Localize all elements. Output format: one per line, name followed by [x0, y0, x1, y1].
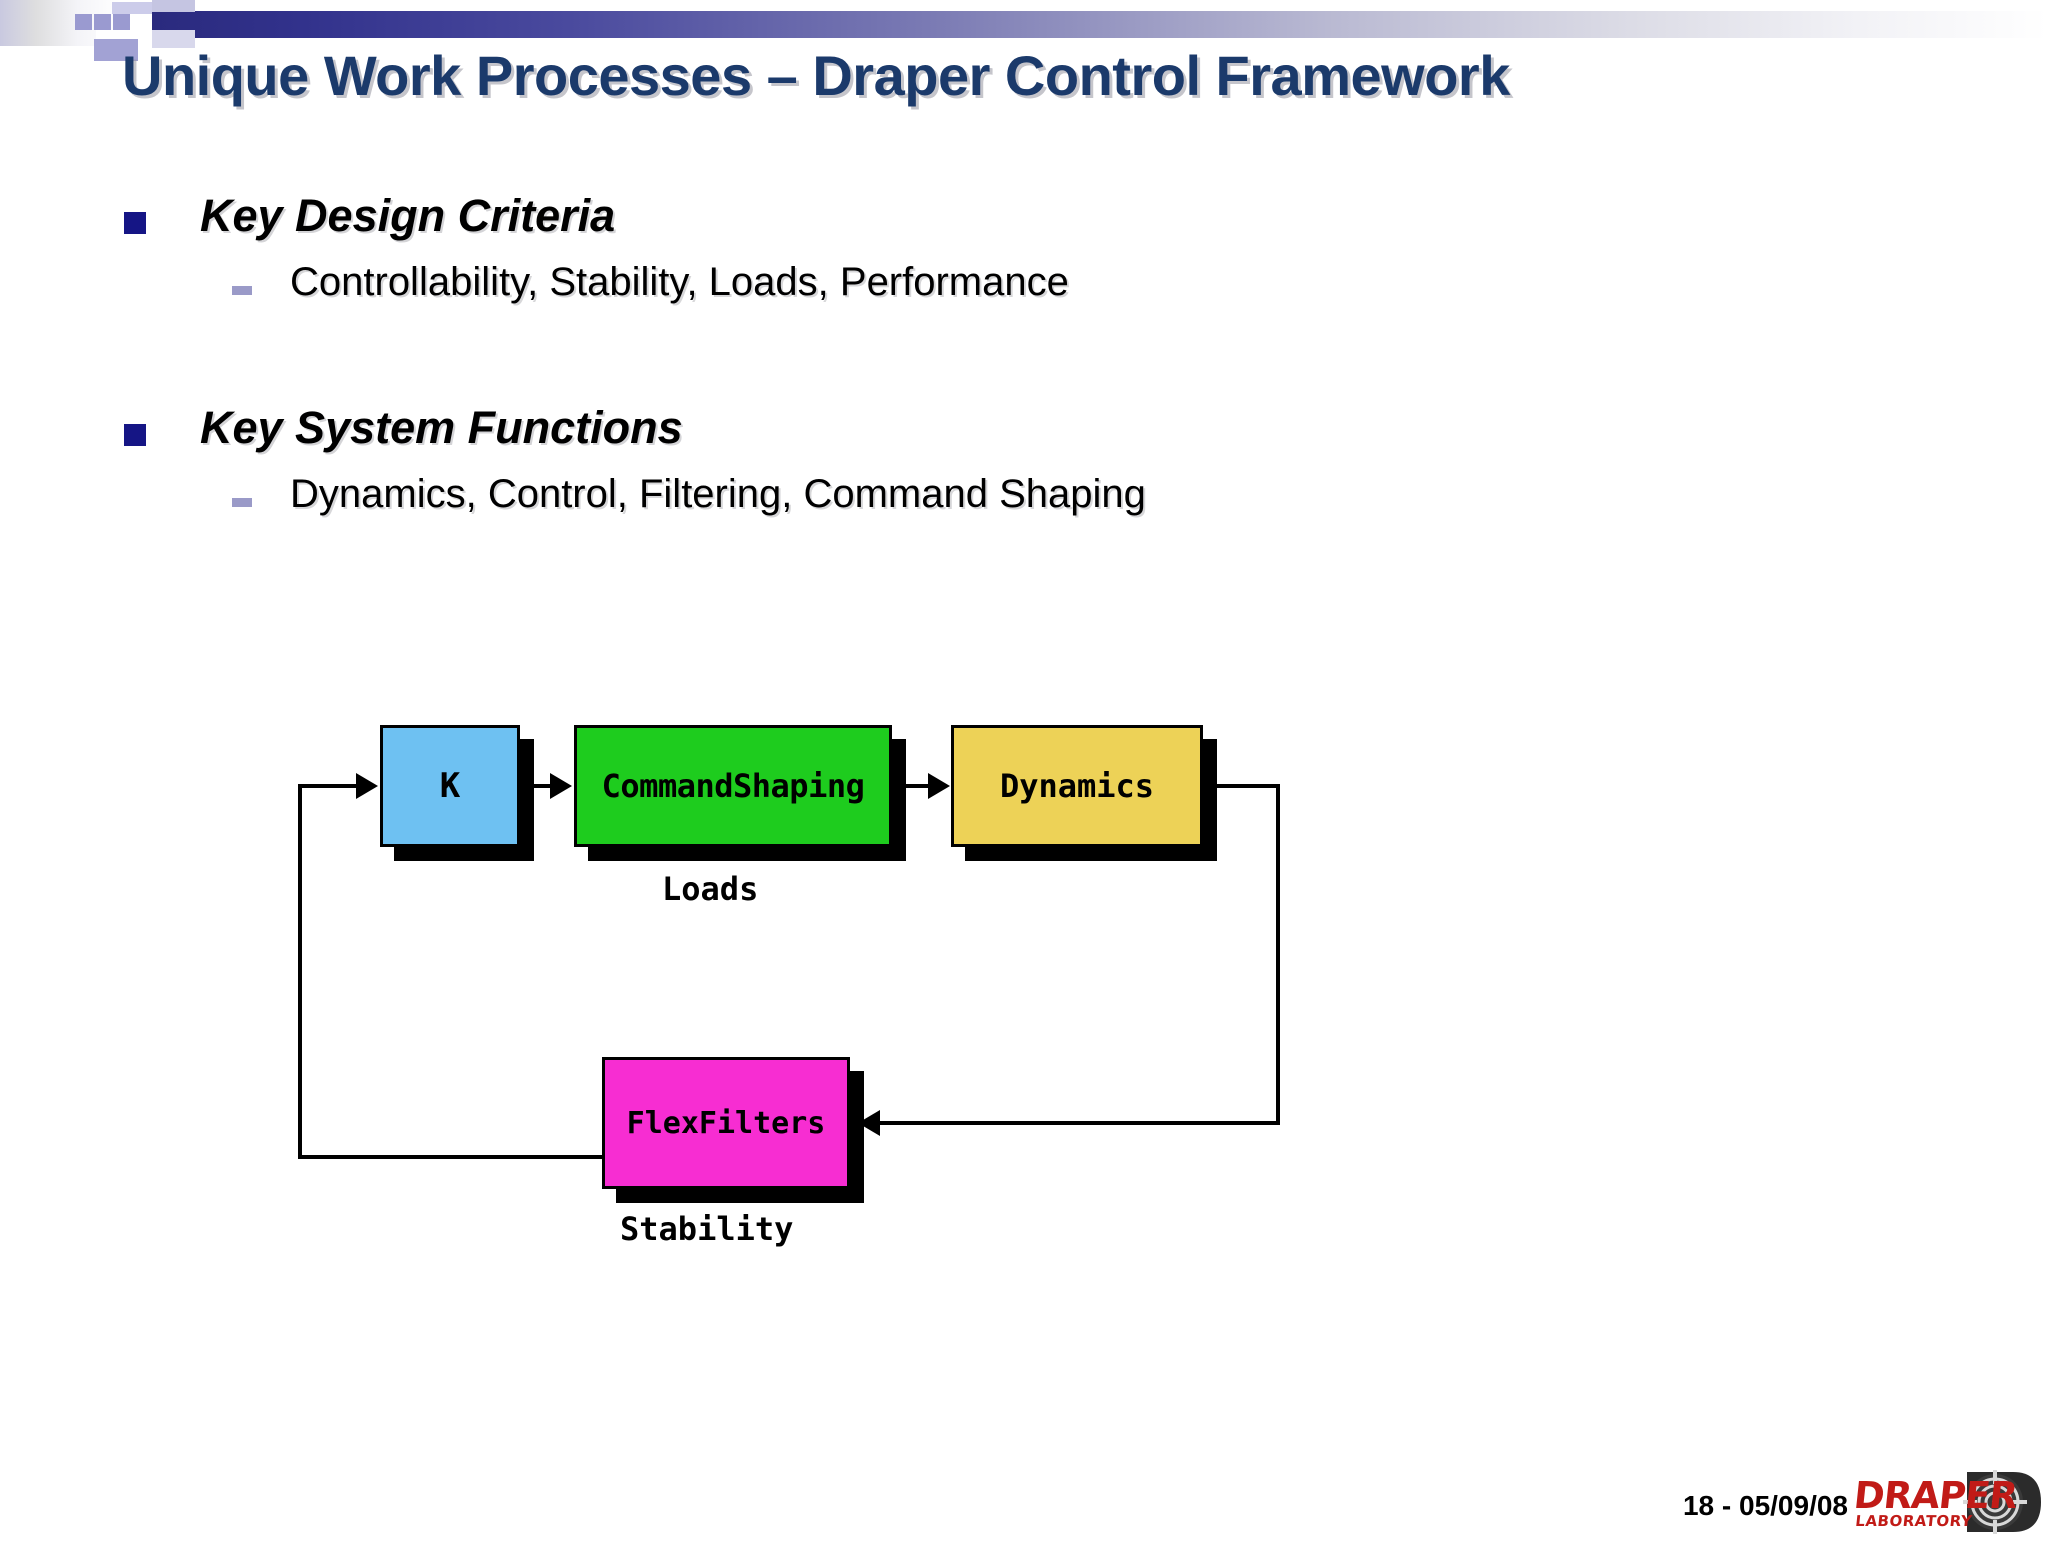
slide-footer: 18 - 05/09/08 DRAPER LABORATORY: [0, 1456, 2048, 1536]
bullet-level1-label: Key Design Criteria: [200, 190, 616, 241]
bullet-dash-marker: [232, 498, 252, 507]
diagram-block-flexfilters[interactable]: FlexFilters: [602, 1057, 850, 1189]
draper-logo-target-icon: [1963, 1470, 2041, 1534]
bullet-level1-label: Key System Functions: [200, 402, 683, 453]
header-deco-square-f: [152, 30, 195, 48]
diagram-annotation-stability: Stability: [620, 1210, 794, 1248]
bullet-level2-system-functions-items: Dynamics, Control, Filtering, Command Sh…: [0, 472, 2048, 532]
wire-dynamics-to-right-loop: [1203, 784, 1280, 788]
body-content: Key Design Criteria Controllability, Sta…: [0, 190, 2048, 532]
diagram-block-k[interactable]: K: [380, 725, 520, 847]
bullet-level2-label: Controllability, Stability, Loads, Perfo…: [290, 260, 1069, 304]
wire-input-to-k: [298, 784, 360, 788]
arrow-into-commandshaping: [550, 773, 572, 799]
header-decoration: [0, 0, 2048, 61]
bullet-level1-key-system-functions: Key System Functions: [0, 402, 2048, 464]
header-deco-square-b: [94, 14, 111, 30]
draper-logo-primary-text: DRAPER: [1855, 1474, 2019, 1517]
draper-laboratory-logo: DRAPER LABORATORY: [1852, 1468, 2045, 1536]
header-gradient-bar: [152, 11, 2048, 38]
slide-number-and-date: 18 - 05/09/08: [1682, 1490, 1848, 1521]
wire-feedback-bottom-left: [298, 1155, 604, 1159]
diagram-block-k-label: K: [439, 766, 461, 806]
arrow-into-dynamics: [928, 773, 950, 799]
bullet-square-marker: [124, 424, 146, 446]
header-deco-square-c: [113, 14, 130, 30]
diagram-block-dynamics-label: Dynamics: [999, 767, 1155, 805]
draper-logo-secondary-text: LABORATORY: [1855, 1512, 1974, 1530]
header-deco-square-e: [152, 0, 195, 12]
wire-right-loop-to-flexfilters: [875, 1121, 1280, 1125]
diagram-block-dynamics[interactable]: Dynamics: [951, 725, 1203, 847]
header-deco-square-h: [94, 39, 138, 61]
arrow-into-flexfilters: [858, 1110, 880, 1136]
bullet-level2-design-criteria-items: Controllability, Stability, Loads, Perfo…: [0, 260, 2048, 320]
diagram-block-commandshaping-label: CommandShaping: [601, 767, 865, 805]
diagram-block-flexfilters-label: FlexFilters: [626, 1105, 826, 1141]
page-title: Unique Work Processes – Draper Control F…: [122, 44, 1510, 107]
control-framework-block-diagram: K CommandShaping Dynamics FlexFilters Lo…: [298, 715, 1700, 1315]
header-deco-square-a: [75, 14, 92, 30]
wire-commandshaping-to-dynamics: [892, 784, 930, 788]
diagram-block-commandshaping[interactable]: CommandShaping: [574, 725, 892, 847]
header-deco-square-j: [112, 2, 152, 14]
header-deco-square-i: [195, 0, 233, 11]
wire-right-loop-vertical: [1276, 784, 1280, 1124]
bullet-square-marker: [124, 212, 146, 234]
bullet-level2-label: Dynamics, Control, Filtering, Command Sh…: [290, 472, 1146, 516]
diagram-annotation-loads: Loads: [662, 870, 759, 908]
bullet-dash-marker: [232, 286, 252, 295]
wire-k-to-commandshaping: [520, 784, 554, 788]
draper-logo-svg: DRAPER LABORATORY: [1852, 1470, 2041, 1534]
bullet-group-spacer: [0, 320, 2048, 402]
wire-feedback-left-vertical: [298, 784, 302, 1159]
arrow-into-k: [356, 773, 378, 799]
bullet-level1-key-design-criteria: Key Design Criteria: [0, 190, 2048, 252]
